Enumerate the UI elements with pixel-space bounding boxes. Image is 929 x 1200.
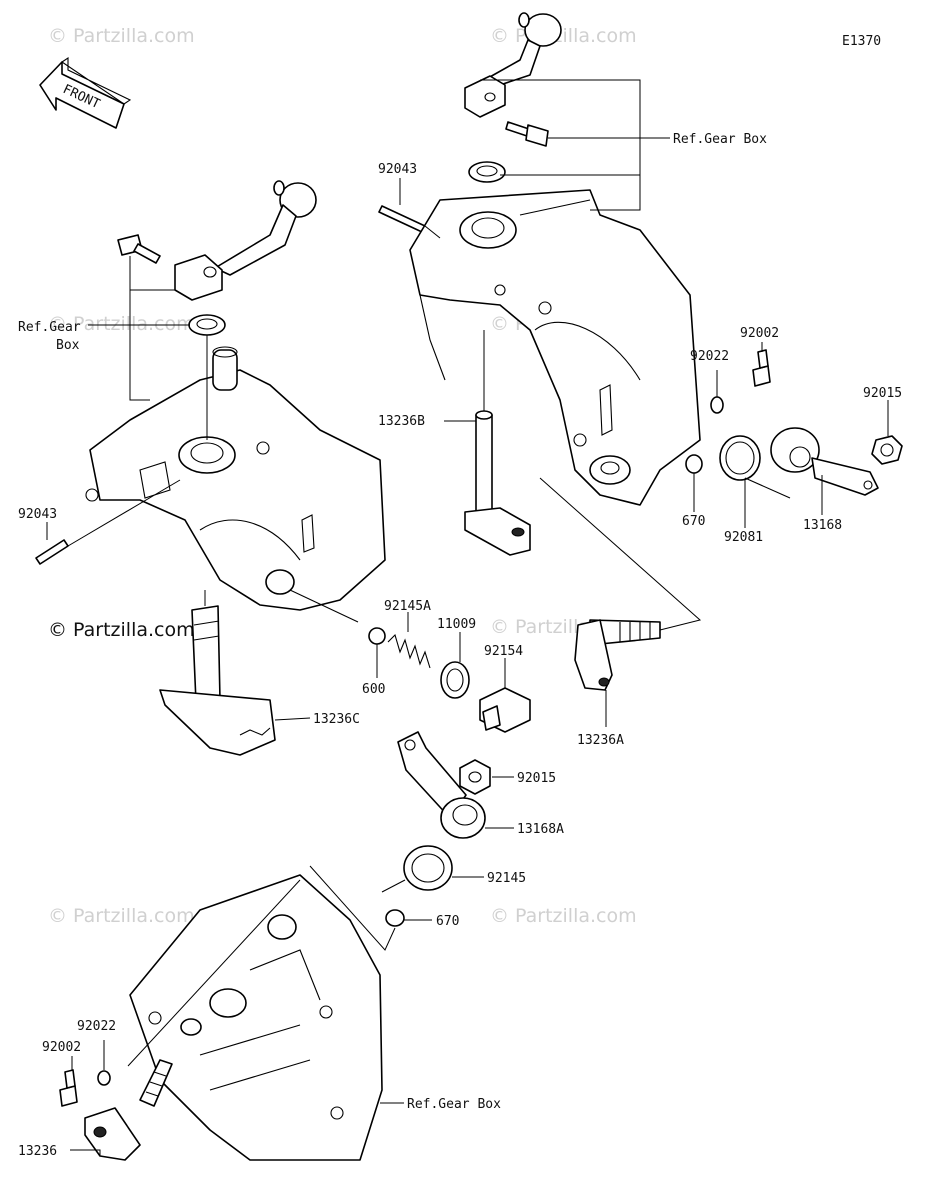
shift-shaft-13236	[84, 1059, 173, 1161]
nut-92015-mid	[459, 759, 491, 795]
shift-shaft-13236C	[159, 605, 276, 756]
label-13236A: 13236A	[577, 733, 624, 748]
gear-case-housing-left	[85, 346, 386, 611]
label-13236C: 13236C	[313, 712, 360, 727]
watermark: © Partzilla.com	[48, 25, 195, 47]
watermark-dark: © Partzilla.com	[48, 619, 195, 641]
plug-92154	[479, 687, 531, 733]
bolt-92002-bottom	[59, 1085, 78, 1107]
label-ref-gear-box-bottom: Ref.Gear Box	[407, 1097, 501, 1112]
watermark: © Partzilla.com	[48, 313, 195, 335]
circlip-670-bottom	[385, 909, 405, 927]
label-92081: 92081	[724, 530, 763, 545]
bolt-92002-top	[752, 365, 771, 387]
nut-92015-top	[871, 435, 903, 465]
lever-13168A	[397, 731, 486, 839]
label-92154: 92154	[484, 644, 523, 659]
watermark: © Partzilla.com	[490, 905, 637, 927]
label-92043-left: 92043	[18, 507, 57, 522]
shift-shaft-13236A	[574, 619, 661, 691]
watermark: © Partzilla.com	[48, 905, 195, 927]
washer-92022-top	[710, 396, 724, 414]
label-13168: 13168	[803, 518, 842, 533]
label-92022-top: 92022	[690, 349, 729, 364]
label-ref-gear-left-1: Ref.Gear	[18, 320, 81, 335]
label-670-bottom: 670	[436, 914, 459, 929]
label-11009: 11009	[437, 617, 476, 632]
pin-92043-top	[378, 205, 426, 233]
label-13168A: 13168A	[517, 822, 564, 837]
ball-600	[368, 627, 386, 645]
shift-shaft-13236B	[464, 410, 531, 556]
circlip-670-top	[685, 454, 703, 474]
diagram-code: E1370	[842, 34, 881, 49]
label-670-top: 670	[682, 514, 705, 529]
label-92145A: 92145A	[384, 599, 431, 614]
spring-92145A	[387, 633, 431, 669]
washer-92022-bottom	[97, 1070, 111, 1086]
label-ref-gear-left-2: Box	[56, 338, 80, 353]
label-13236B: 13236B	[378, 414, 425, 429]
label-92043-top: 92043	[378, 162, 417, 177]
lever-13168	[770, 427, 879, 496]
washer-11009	[440, 661, 470, 699]
watermark: © Partzilla.com	[490, 25, 637, 47]
bolt-top	[505, 121, 549, 147]
oil-seal-top	[468, 161, 506, 183]
pin-92043-left	[35, 539, 69, 565]
label-92022-bottom: 92022	[77, 1019, 116, 1034]
label-92015-mid: 92015	[517, 771, 556, 786]
shift-lever-arm-top	[464, 12, 562, 118]
label-600: 600	[362, 682, 385, 697]
shift-lever-arm-left	[174, 180, 317, 301]
spring-92145	[381, 845, 453, 893]
label-92145: 92145	[487, 871, 526, 886]
oil-seal-left	[188, 314, 226, 336]
spring-92081	[719, 435, 791, 499]
gear-case-housing-top	[409, 189, 701, 506]
label-92002-bottom: 92002	[42, 1040, 81, 1055]
label-ref-gear-box-top: Ref.Gear Box	[673, 132, 767, 147]
front-arrow-icon: FRONT	[39, 56, 132, 129]
label-92015-right: 92015	[863, 386, 902, 401]
label-92002-top: 92002	[740, 326, 779, 341]
leader-lines	[46, 79, 889, 1156]
label-13236: 13236	[18, 1144, 57, 1159]
gear-case-housing-bottom	[129, 874, 383, 1161]
part-labels: Ref.Gear Box 92043 92002 92022 92015 132…	[18, 132, 902, 1159]
